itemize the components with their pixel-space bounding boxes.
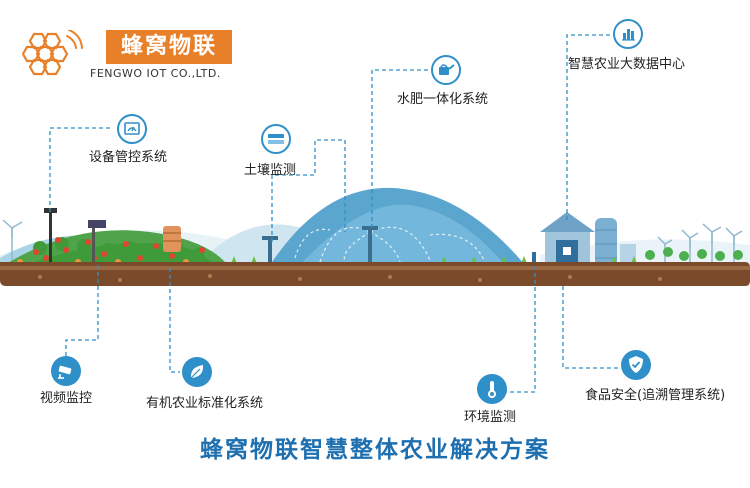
equipment-control-badge (117, 114, 147, 144)
greenhouse-dome (262, 187, 525, 265)
video-surveillance-badge (51, 356, 81, 386)
environment-monitoring-label: 环境监测 (464, 410, 517, 425)
food-safety-label: 食品安全(追溯管理系统) (585, 388, 726, 403)
video-surveillance-label: 视频监控 (40, 391, 93, 406)
big-data-label: 智慧农业大数据中心 (568, 57, 686, 72)
connector-lines (49, 34, 620, 393)
watering-can-icon (439, 64, 455, 75)
food-safety-badge (621, 350, 651, 380)
farm-buildings (540, 212, 636, 268)
organic-agriculture-label: 有机农业标准化系统 (146, 396, 264, 411)
connector-video (65, 265, 99, 356)
water-fertilizer-badge (431, 55, 461, 85)
logo-name: 蜂窝物联 (106, 30, 232, 64)
wind-turbines (2, 219, 743, 266)
soil-monitoring-badge (261, 124, 291, 154)
shield-check-icon (629, 356, 643, 373)
organic-agriculture-badge (182, 357, 212, 387)
connector-environment (506, 266, 536, 393)
water-fertilizer-label: 水肥一体化系统 (397, 92, 489, 107)
connector-food-safety (562, 286, 620, 369)
soil-sensor-icon (268, 134, 284, 144)
page-title: 蜂窝物联智慧整体农业解决方案 (200, 437, 550, 463)
bar-chart-icon (622, 29, 635, 41)
connector-soil (271, 139, 346, 242)
environment-monitoring-badge (477, 374, 507, 404)
equipment-control-label: 设备管控系统 (89, 150, 168, 165)
cctv-camera-icon (58, 365, 72, 379)
soil-monitoring-label: 土壤监测 (244, 163, 297, 178)
soil-strip (0, 262, 750, 286)
connector-equipment (49, 127, 113, 212)
company-logo: 蜂窝物联 FENGWO IOT CO.,LTD. (22, 30, 232, 82)
connector-big-data (566, 34, 611, 220)
thermometer-icon (488, 381, 496, 398)
monitor-gauge-icon (124, 122, 140, 135)
leaf-icon (190, 365, 204, 379)
logo-english-name: FENGWO IOT CO.,LTD. (90, 67, 221, 80)
honeycomb-logo-icon (22, 30, 83, 76)
big-data-badge (613, 19, 643, 49)
connector-water-fertilizer (371, 69, 430, 228)
